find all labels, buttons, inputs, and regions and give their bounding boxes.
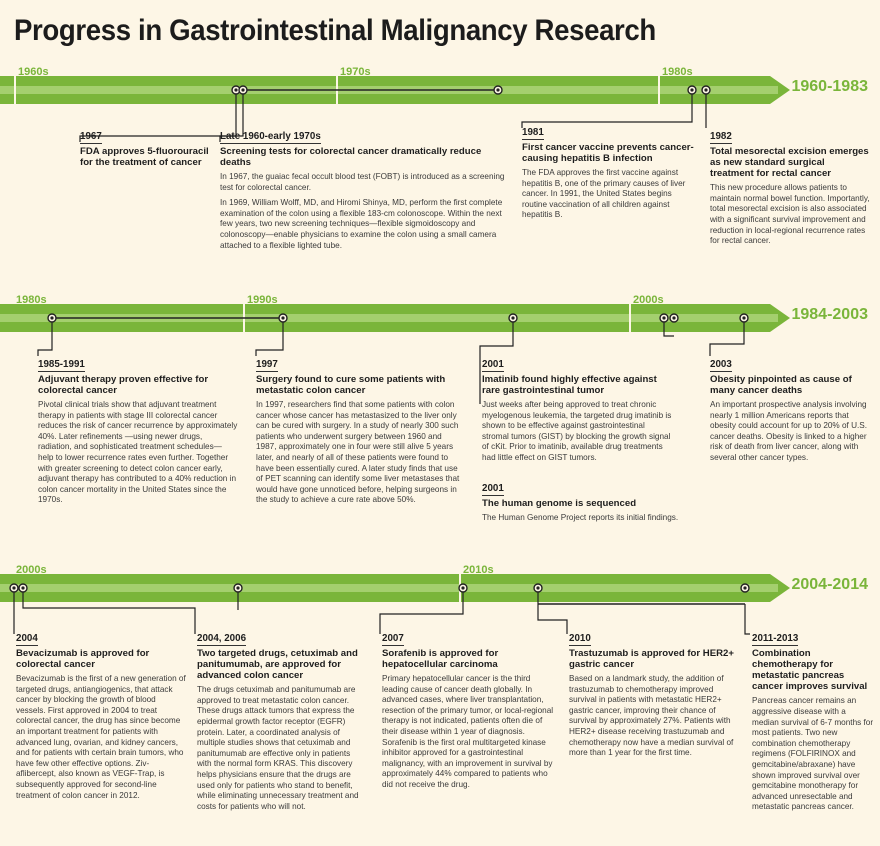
range-label: 1984-2003	[791, 306, 868, 323]
timeline-band-1984-2003: 1980s 1990s 2000s 1984-2003	[0, 294, 880, 404]
connector-2011	[744, 604, 750, 635]
connector-2001-genome	[663, 318, 674, 337]
connector-2004-2006	[22, 588, 196, 634]
decade-label: 1980s	[662, 66, 693, 78]
connector-1967	[79, 90, 237, 142]
decade-label: 1990s	[247, 294, 278, 306]
entry-1997: 1997 Surgery found to cure some patients…	[256, 359, 461, 511]
connector-2003	[709, 318, 745, 356]
entry-2001-imatinib: 2001 Imatinib found highly effective aga…	[482, 359, 672, 469]
entry-body: Just weeks after being approved to treat…	[482, 400, 672, 462]
connector-late1960s	[219, 90, 244, 142]
entry-body: This new procedure allows patients to ma…	[710, 183, 870, 246]
entry-year: 1982	[710, 131, 732, 144]
decade-label: 1980s	[16, 294, 47, 306]
entry-2011-2013: 2011-2013 Combination chemotherapy for m…	[752, 633, 874, 818]
page-title: Progress in Gastrointestinal Malignancy …	[14, 14, 656, 47]
entry-2007: 2007 Sorafenib is approved for hepatocel…	[382, 633, 554, 796]
entry-headline: Sorafenib is approved for hepatocellular…	[382, 647, 499, 670]
entry-headline: Total mesorectal excision emerges as new…	[710, 145, 869, 179]
decade-divider	[14, 76, 16, 104]
decade-divider	[658, 76, 660, 104]
timeline-stripe	[0, 584, 778, 592]
entry-2010: 2010 Trastuzumab is approved for HER2+ g…	[569, 633, 739, 764]
entry-body: Bevacizumab is the first of a new genera…	[16, 674, 186, 800]
entry-year: 1967	[80, 131, 102, 144]
decade-label: 1960s	[18, 66, 49, 78]
timeline-band-2004-2014: 2000s 2010s 2004-2014	[0, 564, 880, 674]
entry-late1960s: Late 1960-early 1970s Screening tests fo…	[220, 131, 505, 256]
entry-body: Pancreas cancer remains an aggressive di…	[752, 696, 874, 812]
entry-headline: Imatinib found highly effective against …	[482, 373, 657, 396]
entry-2003: 2003 Obesity pinpointed as cause of many…	[710, 359, 870, 469]
entry-body: Pivotal clinical trials show that adjuva…	[38, 400, 238, 505]
entry-year: 2003	[710, 359, 732, 372]
connector-1981	[521, 90, 693, 128]
entry-year: 2011-2013	[752, 633, 799, 646]
entry-headline: Combination chemotherapy for metastatic …	[752, 647, 868, 693]
entry-2004-2006: 2004, 2006 Two targeted drugs, cetuximab…	[197, 633, 367, 817]
decade-label: 1970s	[340, 66, 371, 78]
entry-year: Late 1960-early 1970s	[220, 131, 321, 144]
entry-year: 1985-1991	[38, 359, 85, 372]
entry-body: An important prospective analysis involv…	[710, 400, 868, 462]
entry-year: 1981	[522, 127, 544, 140]
timeline-bar-graphic	[0, 304, 790, 404]
timeline-bar-graphic	[0, 76, 790, 142]
entry-body: Primary hepatocellular cancer is the thi…	[382, 674, 554, 789]
entry-headline: The human genome is sequenced	[482, 497, 637, 509]
decade-label: 2010s	[463, 564, 494, 576]
entry-1982: 1982 Total mesorectal excision emerges a…	[710, 131, 870, 252]
entry-body: Based on a landmark study, the addition …	[569, 674, 734, 758]
entry-body: The FDA approves the first vaccine again…	[522, 168, 686, 220]
entry-year: 2010	[569, 633, 591, 646]
entry-year: 2001	[482, 483, 504, 496]
decade-label: 2000s	[633, 294, 664, 306]
entry-year: 2007	[382, 633, 404, 646]
connector-2007	[379, 588, 464, 634]
entry-year: 2001	[482, 359, 504, 372]
entry-headline: FDA approves 5-fluorouracil for the trea…	[80, 145, 209, 168]
decade-divider	[629, 304, 631, 332]
entry-year: 2004, 2006	[197, 633, 247, 646]
timeline-bar-graphic	[0, 574, 790, 635]
entry-headline: Adjuvant therapy proven effective for co…	[38, 373, 209, 396]
entry-body: The Human Genome Project reports its ini…	[482, 512, 679, 522]
entry-year: 1997	[256, 359, 278, 372]
entry-body: In 1969, William Wolff, MD, and Hiromi S…	[220, 198, 503, 250]
entry-body: The drugs cetuximab and panitumumab are …	[197, 685, 359, 811]
connector-1985	[37, 318, 53, 356]
entry-year: 2004	[16, 633, 38, 646]
range-label: 2004-2014	[791, 576, 868, 593]
decade-label: 2000s	[16, 564, 47, 576]
timeline-band-1960-1983: 1960s 1970s 1980s 1960-1983	[0, 66, 880, 176]
entry-body: In 1997, researchers find that some pati…	[256, 400, 460, 505]
entry-headline: Two targeted drugs, cetuximab and panitu…	[197, 647, 358, 681]
range-label: 1960-1983	[791, 78, 868, 95]
entry-headline: Obesity pinpointed as cause of many canc…	[710, 373, 852, 396]
entry-1985-1991: 1985-1991 Adjuvant therapy proven effect…	[38, 359, 238, 511]
entry-headline: Trastuzumab is approved for HER2+ gastri…	[569, 647, 734, 670]
connector-1997	[255, 318, 284, 356]
entry-1967: 1967 FDA approves 5-fluorouracil for the…	[80, 131, 215, 172]
entry-headline: Screening tests for colorectal cancer dr…	[220, 145, 482, 168]
entry-headline: First cancer vaccine prevents cancer-cau…	[522, 141, 694, 164]
timeline-stripe	[0, 314, 778, 322]
entry-2004: 2004 Bevacizumab is approved for colorec…	[16, 633, 186, 806]
entry-2001-genome: 2001 The human genome is sequenced The H…	[482, 483, 682, 528]
entry-headline: Surgery found to cure some patients with…	[256, 373, 446, 396]
entry-1981: 1981 First cancer vaccine prevents cance…	[522, 127, 697, 226]
entry-headline: Bevacizumab is approved for colorectal c…	[16, 647, 150, 670]
entry-body: In 1967, the guaiac fecal occult blood t…	[220, 172, 505, 192]
connector-2001	[479, 318, 514, 404]
